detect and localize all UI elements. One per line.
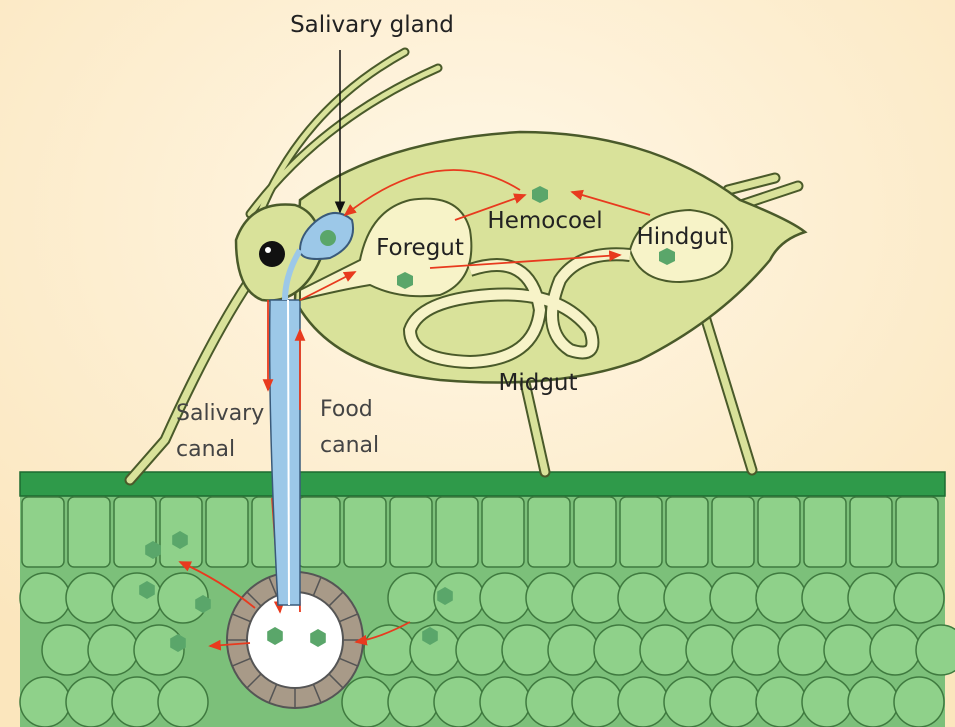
aphid-eye — [259, 241, 285, 267]
spongy-cell — [526, 573, 576, 623]
spongy-cell — [848, 677, 898, 727]
leaf-epidermis — [20, 472, 945, 496]
spongy-cell — [572, 677, 622, 727]
spongy-cell — [480, 677, 530, 727]
spongy-cell — [894, 677, 944, 727]
palisade-cell — [68, 497, 110, 567]
spongy-cell — [756, 677, 806, 727]
label-salivary-canal-line1: Salivary — [176, 401, 264, 426]
palisade-cell — [528, 497, 570, 567]
spongy-cell — [572, 573, 622, 623]
spongy-cell — [434, 677, 484, 727]
spongy-cell — [66, 573, 116, 623]
spongy-cell — [732, 625, 782, 675]
spongy-cell — [388, 677, 438, 727]
spongy-cell — [824, 625, 874, 675]
spongy-cell — [112, 573, 162, 623]
spongy-cell — [112, 677, 162, 727]
spongy-cell — [640, 625, 690, 675]
spongy-cell — [480, 573, 530, 623]
label-food-canal-line2: canal — [320, 433, 379, 458]
leaf-tissue — [20, 472, 955, 727]
spongy-cell — [594, 625, 644, 675]
spongy-cell — [686, 625, 736, 675]
spongy-cell — [618, 573, 668, 623]
spongy-cell — [664, 573, 714, 623]
spongy-cell — [502, 625, 552, 675]
spongy-cell — [20, 677, 70, 727]
spongy-cell — [66, 677, 116, 727]
spongy-cell — [756, 573, 806, 623]
palisade-cell — [804, 497, 846, 567]
palisade-cell — [620, 497, 662, 567]
palisade-cell — [298, 497, 340, 567]
palisade-cell — [206, 497, 248, 567]
spongy-cell — [456, 625, 506, 675]
palisade-cell — [482, 497, 524, 567]
palisade-cell — [344, 497, 386, 567]
palisade-cell — [666, 497, 708, 567]
label-hemocoel: Hemocoel — [487, 208, 602, 234]
spongy-cell — [42, 625, 92, 675]
label-foregut: Foregut — [376, 235, 464, 261]
palisade-cell — [712, 497, 754, 567]
spongy-cell — [778, 625, 828, 675]
spongy-cell — [802, 677, 852, 727]
spongy-cell — [894, 573, 944, 623]
spongy-cell — [526, 677, 576, 727]
palisade-cell — [436, 497, 478, 567]
spongy-cell — [710, 573, 760, 623]
palisade-cell — [574, 497, 616, 567]
palisade-cell — [390, 497, 432, 567]
spongy-cell — [664, 677, 714, 727]
label-hindgut: Hindgut — [636, 224, 727, 250]
spongy-cell — [710, 677, 760, 727]
spongy-cells — [20, 573, 955, 727]
palisade-cell — [850, 497, 892, 567]
spongy-cell — [342, 677, 392, 727]
label-salivary-canal-line2: canal — [176, 437, 235, 462]
spongy-cell — [848, 573, 898, 623]
label-food-canal-line1: Food — [320, 397, 373, 422]
spongy-cell — [870, 625, 920, 675]
spongy-cell — [548, 625, 598, 675]
label-salivary-gland: Salivary gland — [290, 12, 454, 38]
spongy-cell — [88, 625, 138, 675]
spongy-cell — [802, 573, 852, 623]
spongy-cell — [158, 677, 208, 727]
palisade-cell — [896, 497, 938, 567]
label-midgut: Midgut — [498, 370, 577, 396]
palisade-cell — [22, 497, 64, 567]
virus-particle — [320, 230, 336, 246]
spongy-cell — [388, 573, 438, 623]
palisade-cell — [758, 497, 800, 567]
spongy-cell — [618, 677, 668, 727]
spongy-cell — [20, 573, 70, 623]
